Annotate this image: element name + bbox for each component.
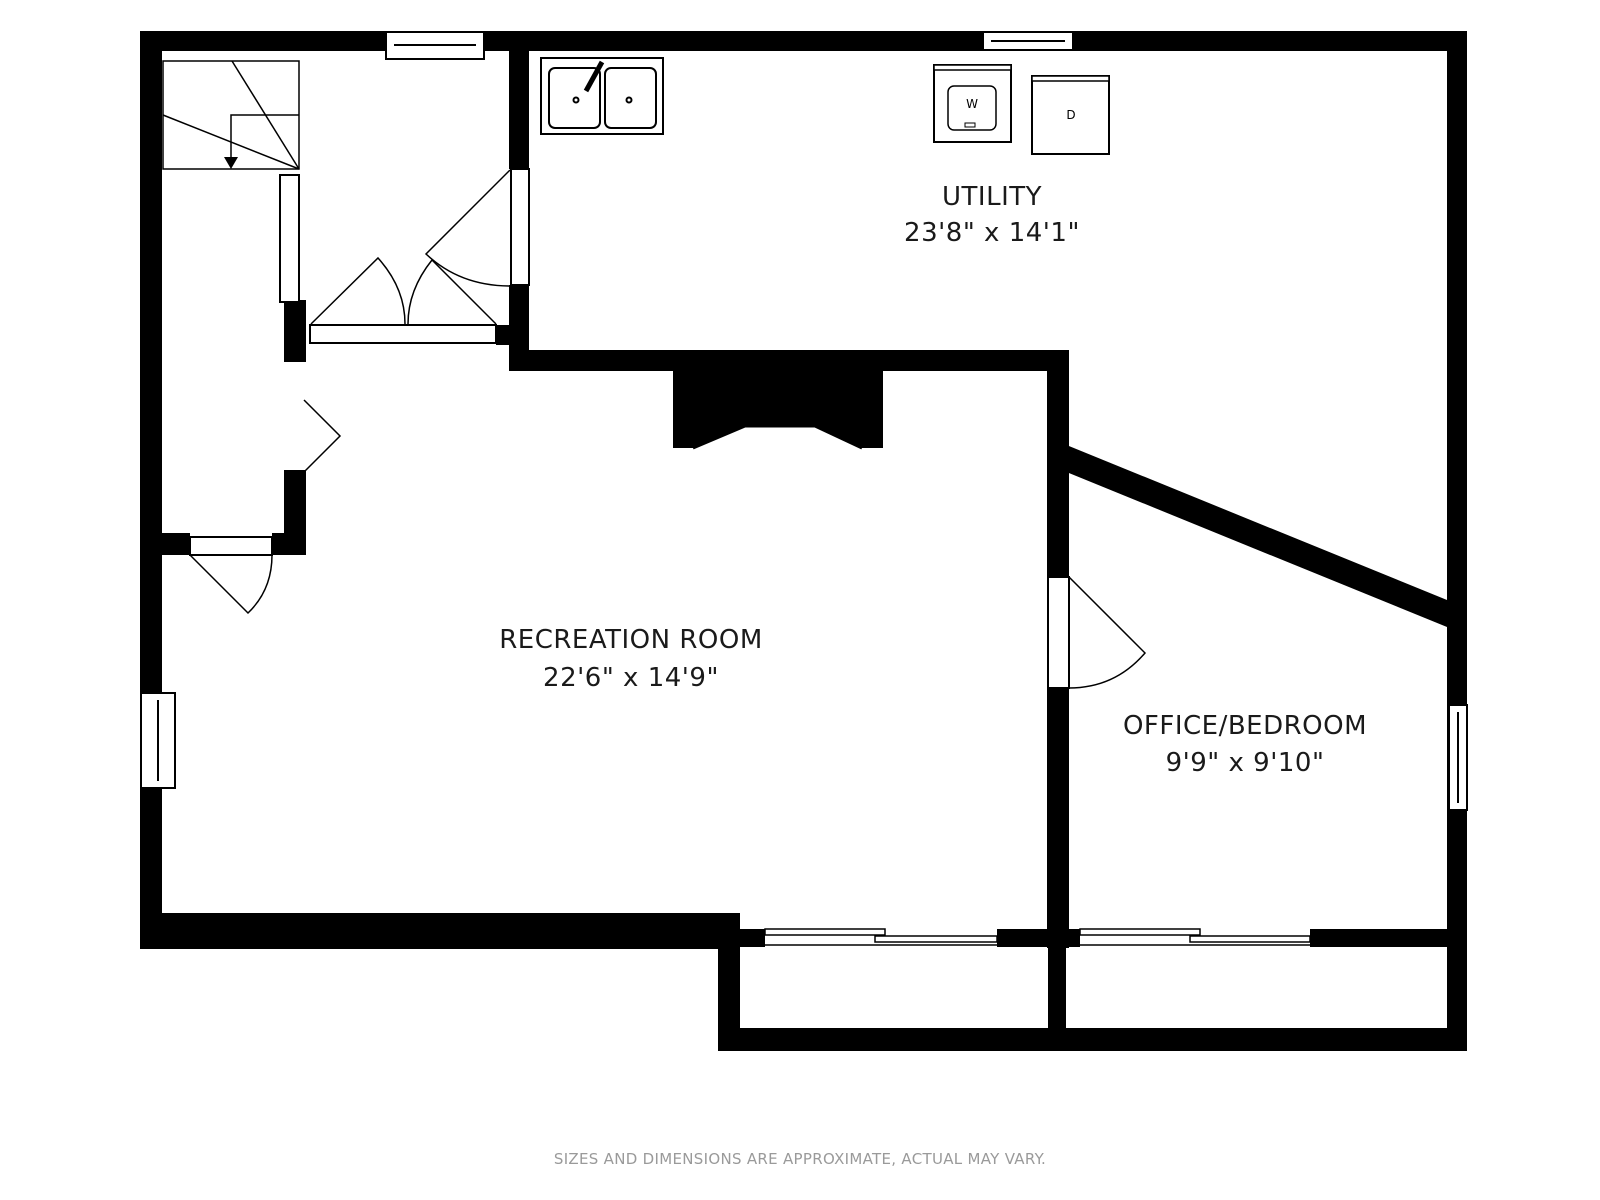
washer: W bbox=[933, 64, 1012, 143]
door-swings bbox=[189, 169, 1147, 689]
closet-left-panel bbox=[279, 174, 300, 303]
wall-closet-bottom-stub bbox=[496, 325, 529, 345]
wall-closet-right-top bbox=[509, 51, 529, 169]
washer-label: W bbox=[966, 97, 978, 111]
door-closet-bifold-right bbox=[407, 258, 497, 325]
stairs bbox=[162, 60, 300, 170]
wall-stair-bottom bbox=[140, 533, 190, 555]
recreation-name: RECREATION ROOM bbox=[499, 625, 763, 655]
door-frame-office bbox=[1047, 576, 1070, 689]
wall-porch-top-c bbox=[1310, 929, 1467, 947]
wall-top bbox=[140, 31, 1467, 51]
slider-office-a bbox=[1079, 928, 1201, 936]
door-frame-stair bbox=[189, 536, 273, 556]
sliding-doors bbox=[764, 928, 1311, 946]
utility-sink bbox=[540, 57, 664, 135]
wall-porch-bottom bbox=[718, 1028, 1467, 1051]
wall-stair-bottom-b bbox=[272, 533, 306, 555]
slider-office-b bbox=[1189, 935, 1311, 943]
stair-arrow-icon bbox=[224, 157, 238, 169]
walls bbox=[140, 31, 1467, 1051]
office-dimensions: 9'9" x 9'10" bbox=[1166, 748, 1325, 778]
wall-right bbox=[1447, 31, 1467, 1051]
door-closet-bifold-left bbox=[310, 256, 406, 325]
door-stair-hall bbox=[303, 399, 342, 473]
wall-rec-office-top bbox=[1047, 350, 1069, 577]
wall-utility-recreation bbox=[509, 350, 1069, 371]
wall-stair-partition-mid bbox=[284, 300, 306, 362]
wall-porch-divider bbox=[1048, 929, 1066, 1039]
door-bottom-left bbox=[189, 554, 273, 615]
wall-left bbox=[140, 31, 162, 949]
office-name: OFFICE/BEDROOM bbox=[1123, 711, 1367, 741]
door-office bbox=[1068, 576, 1147, 689]
slider-rec-a bbox=[764, 928, 886, 936]
wall-bottom-left bbox=[140, 913, 740, 949]
wall-diagonal bbox=[1064, 444, 1447, 627]
slider-rec-b bbox=[874, 935, 998, 943]
dryer-label: D bbox=[1066, 108, 1075, 122]
windows bbox=[140, 31, 1468, 811]
wall-porch-left bbox=[718, 913, 740, 1051]
fireplace-hearth bbox=[692, 424, 863, 450]
utility-dimensions: 23'8" x 14'1" bbox=[904, 218, 1080, 248]
wall-rec-office-bottom bbox=[1047, 688, 1069, 948]
utility-name: UTILITY bbox=[942, 182, 1042, 212]
dryer: D bbox=[1031, 75, 1110, 155]
closet-track bbox=[309, 324, 497, 344]
door-closet-right bbox=[424, 169, 511, 287]
wall-porch-top-a bbox=[740, 929, 765, 947]
door-frame-closet-right bbox=[510, 168, 530, 286]
disclaimer: SIZES AND DIMENSIONS ARE APPROXIMATE, AC… bbox=[553, 1150, 1047, 1168]
recreation-dimensions: 22'6" x 14'9" bbox=[543, 663, 719, 693]
